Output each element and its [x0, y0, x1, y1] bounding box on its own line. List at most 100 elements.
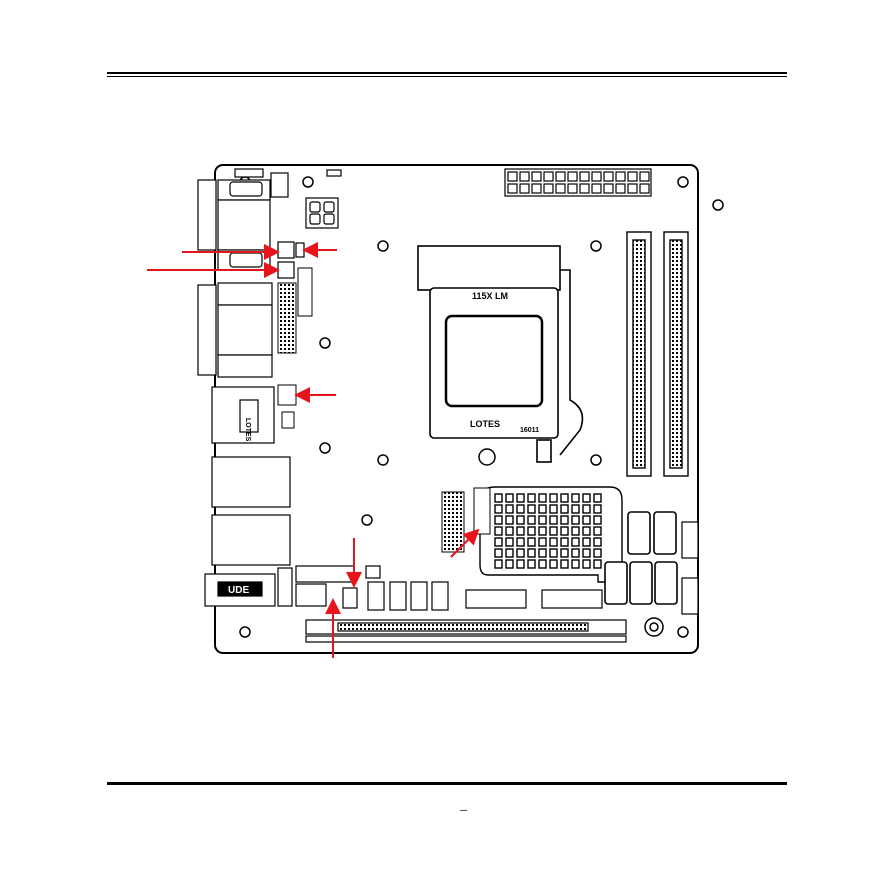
- heatsink-fin: [528, 527, 535, 535]
- heatsink-fin: [561, 494, 568, 502]
- heatsink-fin: [583, 505, 590, 513]
- header-near-heatsink: [474, 488, 490, 534]
- heatsink-fin: [561, 549, 568, 557]
- heatsink-fin: [517, 527, 524, 535]
- m2-slot: [442, 492, 464, 552]
- header-near-lan: [278, 385, 296, 405]
- heatsink-fin: [528, 560, 535, 568]
- bios-connector: [282, 412, 294, 428]
- heatsink-fin: [495, 538, 502, 546]
- fan-header: [271, 173, 288, 197]
- heatsink-fin: [506, 549, 513, 557]
- heatsink-fin: [539, 494, 546, 502]
- cpu-power-connector: [306, 198, 338, 228]
- chipset-heatsink: [480, 487, 622, 582]
- socket-brand: LOTES: [470, 419, 500, 429]
- cpu-socket: [418, 246, 582, 462]
- atx-pin: [640, 172, 649, 181]
- atx-pin: [568, 184, 577, 193]
- heatsink-fin: [550, 505, 557, 513]
- heatsink-fin: [539, 505, 546, 513]
- heatsink-fin: [506, 494, 513, 502]
- heatsink-fin: [561, 516, 568, 524]
- atx-pin: [640, 184, 649, 193]
- heatsink-fin: [517, 538, 524, 546]
- atx-pin: [508, 184, 517, 193]
- heatsink-fin: [528, 516, 535, 524]
- heatsink-fin: [528, 494, 535, 502]
- heatsink-fin: [539, 538, 546, 546]
- atx-pin: [520, 184, 529, 193]
- heatsink-fin: [561, 560, 568, 568]
- page-number: _: [460, 798, 467, 814]
- heatsink-fin: [550, 527, 557, 535]
- atx-pin: [592, 184, 601, 193]
- heatsink-fin: [550, 560, 557, 568]
- heatsink-fin: [561, 505, 568, 513]
- heatsink-fin: [594, 516, 601, 524]
- heatsink-fin: [594, 527, 601, 535]
- heatsink-fin: [517, 516, 524, 524]
- heatsink-fin: [583, 516, 590, 524]
- heatsink-fin: [572, 494, 579, 502]
- heatsink-fin: [517, 505, 524, 513]
- rear-io-top: [198, 180, 270, 270]
- heatsink-fin: [539, 560, 546, 568]
- heatsink-fin: [495, 516, 502, 524]
- heatsink-fin: [506, 527, 513, 535]
- atx-power-connector: [505, 169, 651, 196]
- heatsink-fin: [528, 549, 535, 557]
- atx-pin: [532, 184, 541, 193]
- atx-pin: [568, 172, 577, 181]
- heatsink-fin: [583, 549, 590, 557]
- atx-pin: [592, 172, 601, 181]
- header-top-left: [235, 169, 263, 177]
- heatsink-fin: [594, 560, 601, 568]
- atx-pin: [580, 172, 589, 181]
- atx-pin: [616, 172, 625, 181]
- atx-pin: [616, 184, 625, 193]
- heatsink-fin: [506, 505, 513, 513]
- heatsink-fin: [550, 549, 557, 557]
- heatsink-fin: [506, 538, 513, 546]
- atx-pin: [556, 184, 565, 193]
- heatsink-fin: [583, 494, 590, 502]
- jumper-top: [327, 170, 341, 176]
- lan-port-1: [212, 387, 274, 443]
- rear-io-vga: [198, 283, 272, 377]
- footer-rule: [107, 782, 787, 785]
- heatsink-fin: [572, 527, 579, 535]
- heatsink-fin: [528, 505, 535, 513]
- heatsink-fin: [550, 494, 557, 502]
- heatsink-fin: [594, 549, 601, 557]
- atx-pin: [544, 184, 553, 193]
- atx-pin: [580, 184, 589, 193]
- heatsink-fin: [572, 560, 579, 568]
- pcie-slot: [306, 620, 626, 642]
- atx-pin: [544, 172, 553, 181]
- heatsink-fin: [594, 505, 601, 513]
- socket-code: 16011: [520, 427, 539, 434]
- heatsink-fin: [517, 494, 524, 502]
- socket-label: 115X LM: [472, 291, 508, 301]
- heatsink-fin: [495, 494, 502, 502]
- heatsink-fin: [561, 527, 568, 535]
- heatsink-fin: [594, 494, 601, 502]
- atx-pin: [532, 172, 541, 181]
- heatsink-fin: [572, 505, 579, 513]
- heatsink-fin: [572, 549, 579, 557]
- heatsink-fin: [539, 527, 546, 535]
- heatsink-fin: [594, 538, 601, 546]
- heatsink-fin: [517, 549, 524, 557]
- heatsink-fin: [572, 516, 579, 524]
- heatsink-fin: [539, 549, 546, 557]
- heatsink-fin: [583, 560, 590, 568]
- heatsink-fin: [495, 549, 502, 557]
- heatsink-fin: [561, 538, 568, 546]
- atx-pin: [604, 184, 613, 193]
- heatsink-fin: [550, 538, 557, 546]
- heatsink-fin: [506, 516, 513, 524]
- heatsink-fin: [550, 516, 557, 524]
- side-header: [298, 268, 312, 316]
